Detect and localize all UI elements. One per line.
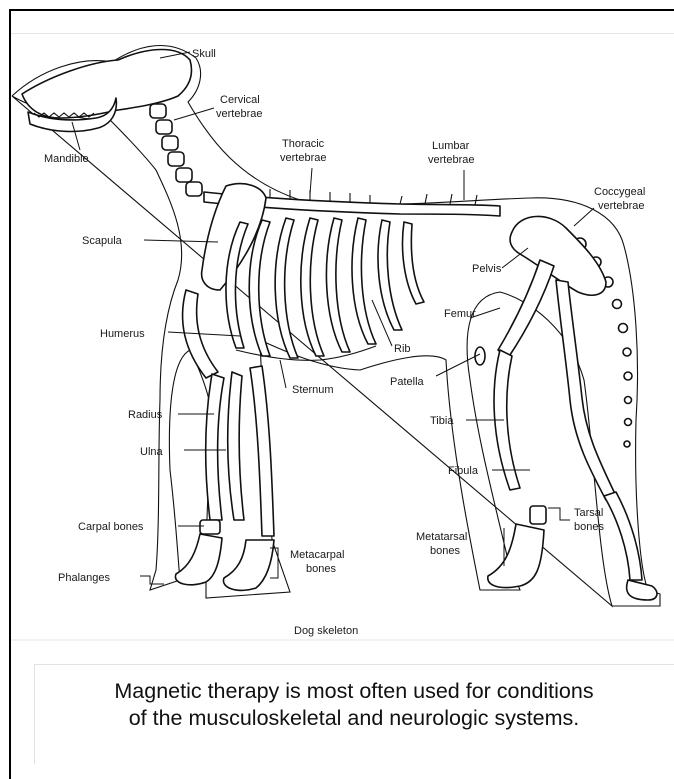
caption-line-1: Magnetic therapy is most often used for … — [34, 678, 674, 705]
label-fibula: Fibula — [448, 465, 479, 477]
label-skull: Skull — [192, 48, 216, 60]
label-rib: Rib — [394, 343, 411, 355]
cervical-vertebrae — [150, 104, 202, 196]
label-humerus: Humerus — [100, 328, 145, 340]
label-carpal-bones: Carpal bones — [78, 521, 144, 533]
label-lumbar-line2: vertebrae — [428, 154, 474, 166]
label-tarsal-line1: Tarsal — [574, 507, 603, 519]
label-cervical-line2: vertebrae — [216, 108, 262, 120]
label-tarsal-line2: bones — [574, 521, 604, 533]
label-coccygeal-line1: Coccygeal — [594, 186, 645, 198]
diagram-caption: Dog skeleton — [294, 625, 358, 637]
label-cervical-line1: Cervical — [220, 94, 260, 106]
caption-text: Magnetic therapy is most often used for … — [34, 678, 674, 732]
label-ulna: Ulna — [140, 446, 164, 458]
label-femur: Femur — [444, 308, 476, 320]
rib-cage — [226, 218, 424, 358]
sternum-bone — [236, 346, 376, 360]
label-metacarpal-line2: bones — [306, 563, 336, 575]
label-tibia: Tibia — [430, 415, 454, 427]
label-phalanges: Phalanges — [58, 572, 110, 584]
label-thoracic-line2: vertebrae — [280, 152, 326, 164]
label-patella: Patella — [390, 376, 425, 388]
caption-line-2: of the musculoskeletal and neurologic sy… — [34, 705, 674, 732]
label-mandible: Mandible — [44, 153, 89, 165]
hind-limb — [475, 260, 657, 600]
label-pelvis: Pelvis — [472, 263, 502, 275]
label-coccygeal-line2: vertebrae — [598, 200, 644, 212]
label-sternum: Sternum — [292, 384, 334, 396]
label-metatarsal-line2: bones — [430, 545, 460, 557]
label-lumbar-line1: Lumbar — [432, 140, 470, 152]
label-metacarpal-line1: Metacarpal — [290, 549, 344, 561]
label-thoracic-line1: Thoracic — [282, 138, 325, 150]
label-scapula: Scapula — [82, 235, 123, 247]
label-metatarsal-line1: Metatarsal — [416, 531, 467, 543]
label-radius: Radius — [128, 409, 163, 421]
